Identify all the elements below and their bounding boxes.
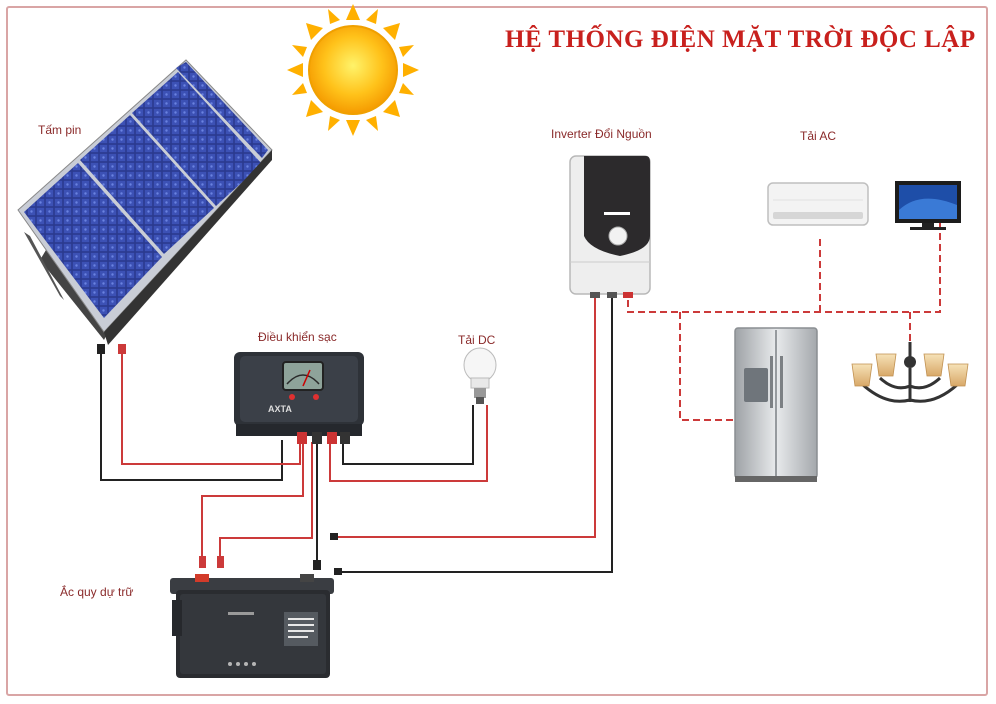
battery-positive-wire-b <box>219 442 313 567</box>
inverter-negative-wire <box>338 296 613 573</box>
refrigerator-icon <box>734 327 818 482</box>
diagram-frame <box>6 6 988 696</box>
label-ac-load: Tải AC <box>800 129 837 143</box>
chandelier-icon <box>851 342 969 403</box>
label-dc-load: Tải DC <box>458 333 496 347</box>
tv-icon <box>895 181 961 230</box>
panel-negative-wire <box>100 352 283 481</box>
dc-load-positive-wire <box>329 405 488 482</box>
air-conditioner-icon <box>767 182 869 226</box>
panel-positive-wire <box>121 352 301 465</box>
label-charge-controller: Điều khiển sạc <box>258 330 337 344</box>
ac-main-bus <box>627 218 941 313</box>
ac-fridge-drop <box>679 312 734 421</box>
light-bulb-icon <box>463 347 497 404</box>
label-solar-panel: Tấm pin <box>38 123 82 137</box>
battery-icon <box>170 574 334 678</box>
inverter-positive-wire <box>334 296 596 538</box>
label-battery: Ắc quy dự trữ <box>60 585 134 599</box>
charge-controller-icon: AXTA <box>234 352 364 444</box>
battery-positive-wire-a <box>201 442 304 567</box>
label-inverter: Inverter Đổi Nguồn <box>551 127 652 141</box>
dc-load-negative-wire <box>342 405 474 465</box>
controller-brand-text: AXTA <box>268 404 292 414</box>
sun-icon <box>287 4 419 136</box>
solar-panel-icon <box>17 59 273 345</box>
diagram-title: HỆ THỐNG ĐIỆN MẶT TRỜI ĐỘC LẬP <box>505 26 976 53</box>
wiring <box>97 218 941 575</box>
inverter-icon <box>569 155 651 298</box>
